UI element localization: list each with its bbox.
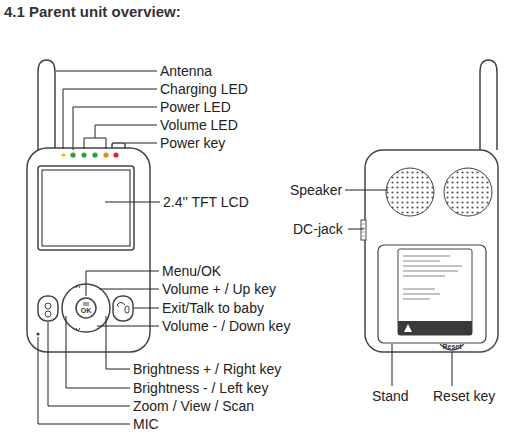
arrow-icon <box>76 285 80 331</box>
volume-led <box>92 152 97 157</box>
dc-jack <box>361 220 366 240</box>
antenna <box>38 60 55 150</box>
part-label: Exit/Talk to baby <box>162 300 264 316</box>
stand <box>378 245 486 343</box>
speaker-grille <box>386 168 434 216</box>
part-label: Brightness + / Right key <box>133 361 281 377</box>
part-label: Volume LED <box>160 117 238 133</box>
speaker-grille <box>444 168 492 216</box>
part-label: Zoom / View / Scan <box>133 398 254 414</box>
volume-led <box>103 152 108 157</box>
lcd-screen <box>42 170 130 246</box>
mic-icon <box>125 306 129 313</box>
part-label: 2.4'' TFT LCD <box>163 194 249 210</box>
part-label: Menu/OK <box>162 263 221 279</box>
zoom-button <box>38 296 58 321</box>
diagram-title: 4.1 Parent unit overview: <box>4 4 181 20</box>
back-housing <box>365 150 498 352</box>
front-housing <box>27 148 150 352</box>
part-label: MIC <box>133 416 159 432</box>
part-label: Charging LED <box>160 81 248 97</box>
volume-led <box>113 152 118 157</box>
zoom-icon <box>45 303 51 309</box>
part-label: Brightness - / Left key <box>133 380 268 396</box>
part-label: Volume - / Down key <box>162 318 290 334</box>
warning-symbol <box>404 324 412 332</box>
part-label: Speaker <box>290 182 342 198</box>
zoom-icon <box>45 311 51 317</box>
part-label: Antenna <box>160 63 212 79</box>
part-label: DC-jack <box>293 221 343 237</box>
back-icon <box>117 303 125 308</box>
antenna <box>480 60 497 150</box>
charging-led <box>61 151 66 160</box>
mic-hole <box>36 332 39 335</box>
ok-button <box>76 298 96 318</box>
power-led <box>70 152 75 157</box>
part-label: Reset key <box>433 388 495 404</box>
rating-plate <box>398 249 472 335</box>
part-label: Stand <box>372 388 409 404</box>
button-text: Reset <box>442 343 461 351</box>
plate-fine-print <box>403 256 462 299</box>
menu-icon <box>83 303 89 305</box>
screen-frame <box>38 166 134 250</box>
plate-band <box>398 321 472 335</box>
reset-key <box>440 344 464 350</box>
part-label: Power LED <box>160 99 231 115</box>
jack-ridges <box>361 224 366 236</box>
button-text: OK <box>81 307 92 315</box>
leader-lines <box>38 71 452 424</box>
part-label: Volume + / Up key <box>162 281 276 297</box>
talk-button <box>113 296 133 321</box>
volume-led <box>81 152 86 157</box>
part-label: Power key <box>160 135 225 151</box>
